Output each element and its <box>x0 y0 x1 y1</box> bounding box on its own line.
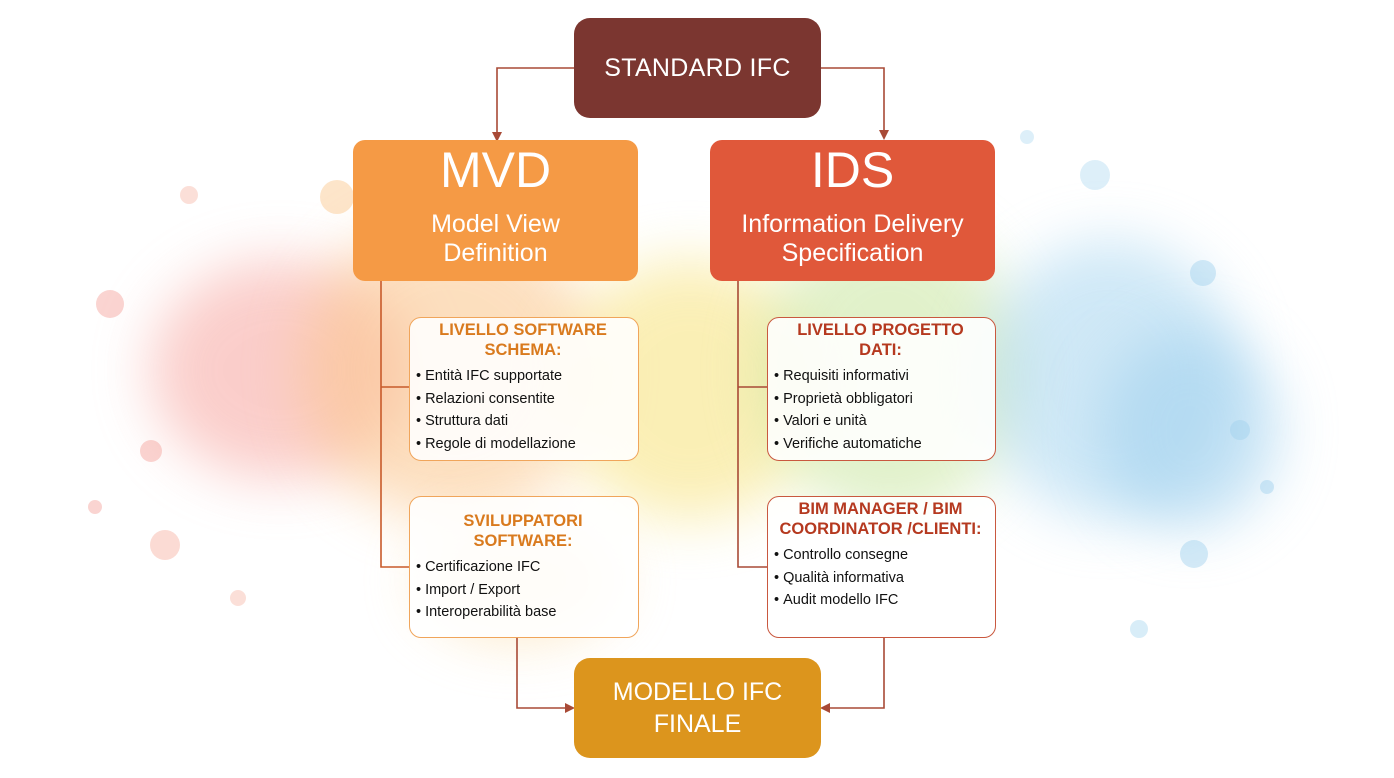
card-title: LIVELLO SOFTWARE SCHEMA: <box>439 321 607 359</box>
list-item: Regole di modellazione <box>416 433 630 456</box>
list-item: Audit modello IFC <box>774 589 987 612</box>
mvd-bracket <box>380 281 410 568</box>
list-item: Qualità informativa <box>774 567 987 590</box>
project-data-card: LIVELLO PROGETTO DATI: Requisiti informa… <box>767 317 996 461</box>
card-title: SVILUPPATORI SOFTWARE: <box>463 512 583 550</box>
card-title: LIVELLO PROGETTO DATI: <box>797 321 964 359</box>
list-item: Controllo consegne <box>774 544 987 567</box>
list-item: Proprietà obbligatori <box>774 388 987 411</box>
bim-manager-card: BIM MANAGER / BIM COORDINATOR /CLIENTI: … <box>767 496 996 638</box>
standard-ifc-box: STANDARD IFC <box>574 18 821 118</box>
final-ifc-model-label: MODELLO IFC FINALE <box>612 678 783 738</box>
mvd-box: MVD Model View Definition <box>353 140 638 281</box>
mvd-title: MVD <box>439 142 552 198</box>
mvd-subtitle: Model View Definition <box>431 210 560 267</box>
list-item: Certificazione IFC <box>416 556 630 579</box>
list-item: Verifiche automatiche <box>774 433 987 456</box>
list-item: Requisiti informativi <box>774 365 987 388</box>
card-list: Requisiti informativi Proprietà obbligat… <box>774 365 987 455</box>
list-item: Entità IFC supportate <box>416 365 630 388</box>
software-developers-card: SVILUPPATORI SOFTWARE: Certificazione IF… <box>409 496 639 638</box>
card-title: BIM MANAGER / BIM COORDINATOR /CLIENTI: <box>779 500 982 538</box>
list-item: Interoperabilità base <box>416 601 630 624</box>
arrow-bim-to-final <box>820 638 885 713</box>
ids-title: IDS <box>810 142 895 198</box>
arrow-devs-to-final <box>516 638 575 713</box>
card-list: Entità IFC supportate Relazioni consenti… <box>416 365 630 455</box>
ids-bracket <box>737 281 767 568</box>
final-ifc-model-box: MODELLO IFC FINALE <box>574 658 821 758</box>
ids-box: IDS Information Delivery Specification <box>710 140 995 281</box>
software-schema-card: LIVELLO SOFTWARE SCHEMA: Entità IFC supp… <box>409 317 639 461</box>
card-list: Controllo consegne Qualità informativa A… <box>774 544 987 612</box>
standard-ifc-label: STANDARD IFC <box>604 53 791 82</box>
arrow-standard-to-ids <box>821 67 889 140</box>
list-item: Valori e unità <box>774 410 987 433</box>
list-item: Relazioni consentite <box>416 388 630 411</box>
list-item: Struttura dati <box>416 410 630 433</box>
ids-subtitle: Information Delivery Specification <box>741 210 964 267</box>
list-item: Import / Export <box>416 579 630 602</box>
arrow-standard-to-mvd <box>492 67 574 142</box>
card-list: Certificazione IFC Import / Export Inter… <box>416 556 630 624</box>
